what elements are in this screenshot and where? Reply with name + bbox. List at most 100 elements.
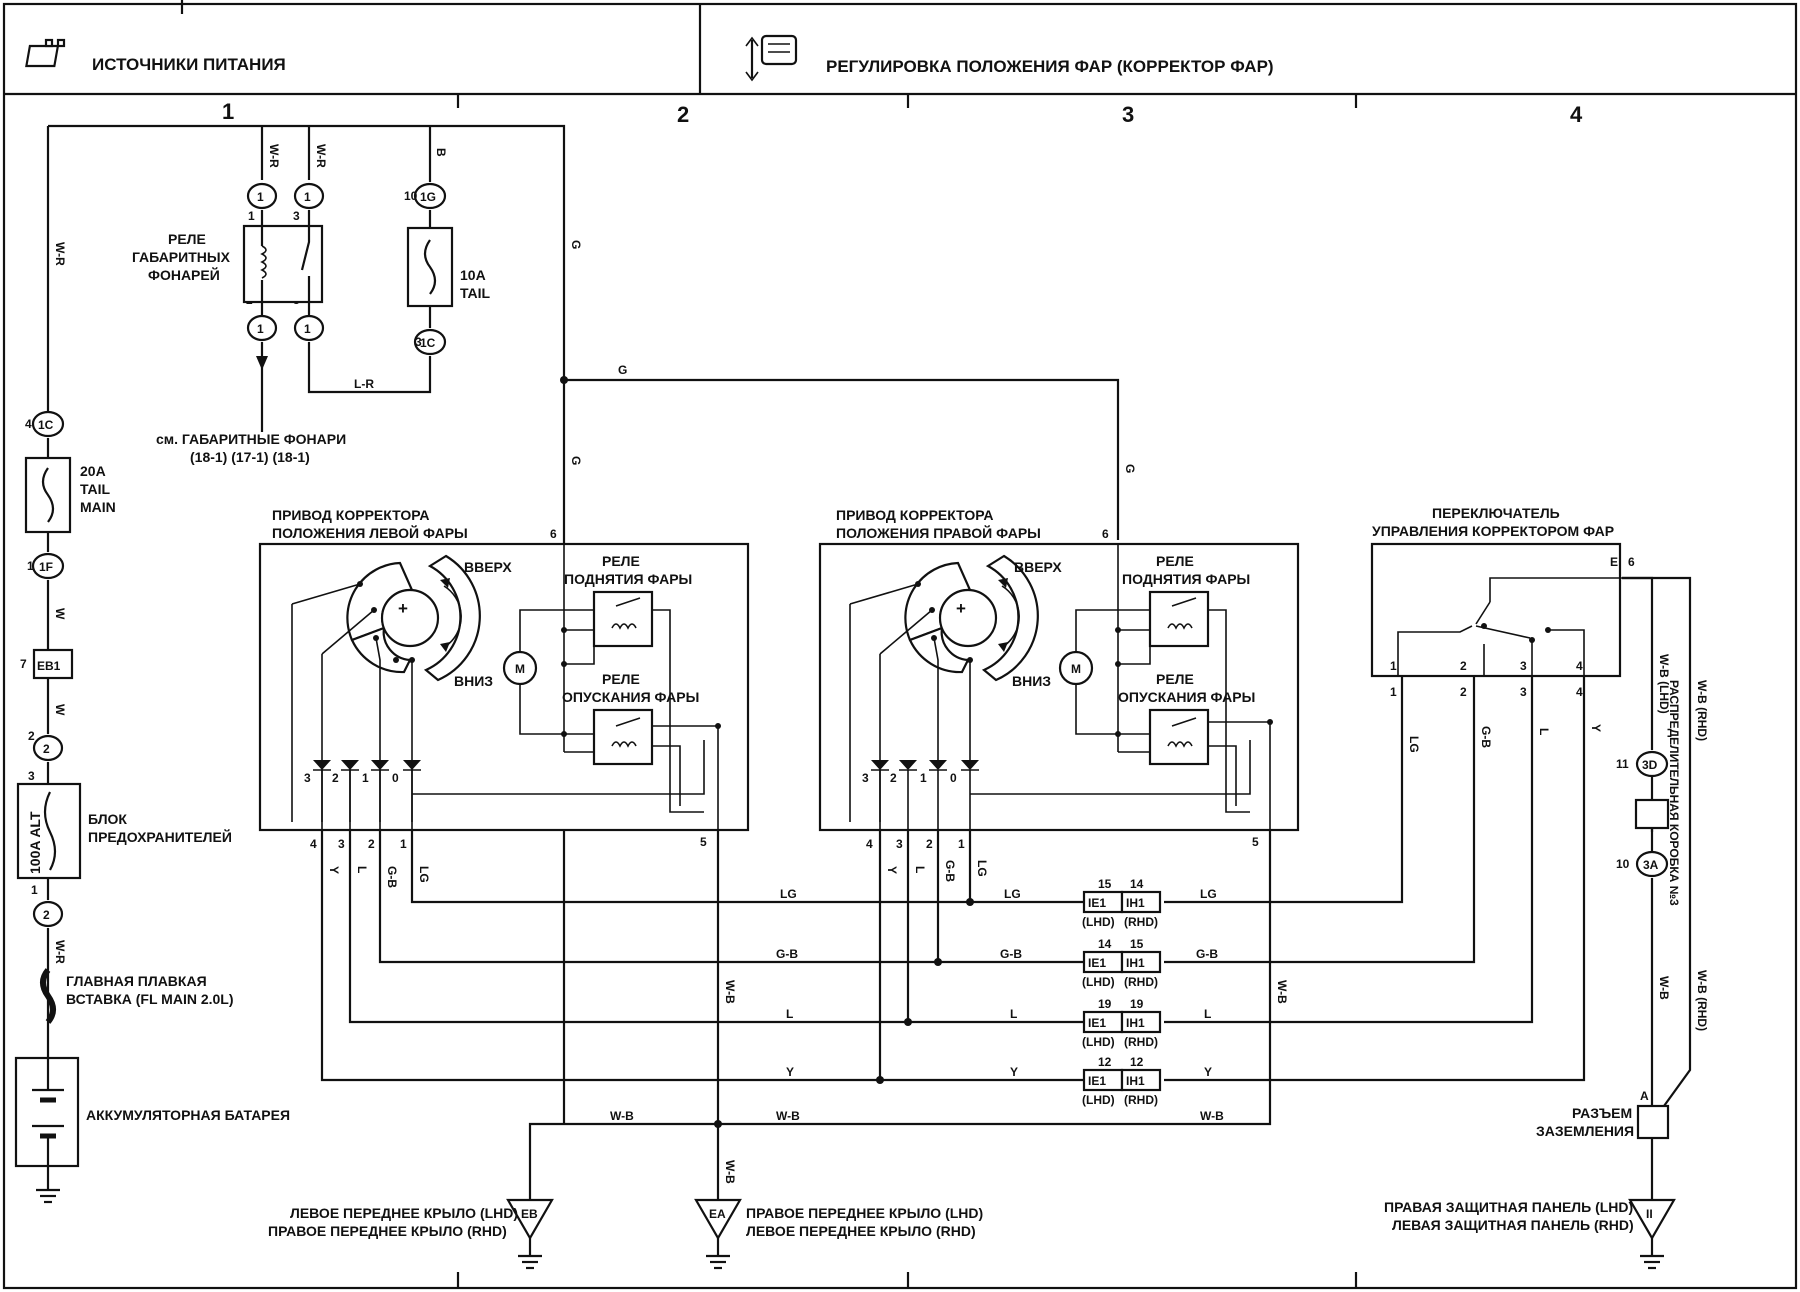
svg-text:2: 2 — [28, 729, 35, 743]
svg-text:IH1: IH1 — [1126, 956, 1145, 970]
svg-text:ЗАЗЕМЛЕНИЯ: ЗАЗЕМЛЕНИЯ — [1536, 1123, 1634, 1139]
svg-text:EB: EB — [521, 1207, 538, 1221]
column-2: 2 — [677, 102, 689, 127]
svg-text:A: A — [1640, 1089, 1649, 1103]
svg-text:АККУМУЛЯТОРНАЯ БАТАРЕЯ: АККУМУЛЯТОРНАЯ БАТАРЕЯ — [86, 1107, 290, 1123]
svg-text:1: 1 — [304, 322, 311, 336]
column-1: 1 — [222, 99, 234, 124]
svg-text:1G: 1G — [420, 190, 436, 204]
fuse-10a-tail — [406, 226, 454, 308]
connector-2-a: 2 — [32, 734, 64, 762]
main-fusible-link — [40, 968, 56, 1024]
svg-text:14: 14 — [1130, 877, 1144, 891]
svg-text:IE1: IE1 — [1088, 896, 1106, 910]
svg-text:0: 0 — [392, 771, 399, 785]
svg-text:2: 2 — [43, 908, 50, 922]
svg-text:EA: EA — [709, 1207, 726, 1221]
svg-text:EB1: EB1 — [37, 659, 61, 673]
svg-text:4: 4 — [310, 837, 317, 851]
svg-text:1: 1 — [1390, 659, 1397, 673]
svg-text:IH1: IH1 — [1126, 1016, 1145, 1030]
svg-text:Y: Y — [885, 866, 899, 874]
svg-text:12: 12 — [1098, 1055, 1112, 1069]
svg-text:3: 3 — [862, 771, 869, 785]
svg-text:L: L — [786, 1007, 793, 1021]
connector-1g: 1G — [413, 182, 447, 210]
svg-text:W-B (RHD): W-B (RHD) — [1695, 970, 1709, 1031]
svg-text:Y: Y — [1010, 1065, 1018, 1079]
connector-eb1: EB1 — [32, 648, 74, 680]
svg-text:2: 2 — [926, 837, 933, 851]
svg-text:19: 19 — [1098, 997, 1112, 1011]
svg-text:L: L — [1204, 1007, 1211, 1021]
ground-ea: EA — [694, 1198, 742, 1270]
svg-text:L: L — [913, 866, 927, 873]
svg-text:100A ALT: 100A ALT — [27, 811, 43, 874]
svg-text:ВСТАВКА (FL MAIN 2.0L): ВСТАВКА (FL MAIN 2.0L) — [66, 991, 234, 1007]
connector-2-b: 2 — [32, 900, 64, 928]
svg-text:ЛЕВАЯ ЗАЩИТНАЯ ПАНЕЛЬ (RHD): ЛЕВАЯ ЗАЩИТНАЯ ПАНЕЛЬ (RHD) — [1392, 1217, 1634, 1233]
actuator-right — [818, 542, 1300, 832]
svg-text:1: 1 — [400, 837, 407, 851]
svg-text:G: G — [618, 363, 627, 377]
svg-text:ВНИЗ: ВНИЗ — [1012, 673, 1051, 689]
svg-text:Y: Y — [327, 866, 341, 874]
signal-wires — [320, 576, 1692, 1200]
svg-text:(LHD): (LHD) — [1082, 1093, 1115, 1107]
svg-text:L: L — [355, 866, 369, 873]
svg-text:W-R: W-R — [267, 144, 281, 168]
svg-text:W-B (LHD): W-B (LHD) — [1657, 654, 1671, 714]
svg-text:G: G — [569, 456, 583, 465]
svg-text:W-B: W-B — [1275, 980, 1289, 1004]
svg-text:12: 12 — [1130, 1055, 1144, 1069]
svg-text:1: 1 — [257, 322, 264, 336]
connector-1f: 1F — [31, 552, 65, 580]
svg-text:ВВЕРХ: ВВЕРХ — [1014, 559, 1062, 575]
svg-text:1: 1 — [920, 771, 927, 785]
svg-text:G-B: G-B — [1479, 726, 1493, 748]
ground-ii: II — [1628, 1198, 1676, 1270]
svg-text:4: 4 — [1576, 685, 1583, 699]
svg-text:11: 11 — [1616, 757, 1629, 771]
svg-text:(RHD): (RHD) — [1124, 975, 1158, 989]
junction-box-3: 3D 3A — [1634, 750, 1670, 878]
svg-text:ПРАВОЕ ПЕРЕДНЕЕ КРЫЛО (LHD): ПРАВОЕ ПЕРЕДНЕЕ КРЫЛО (LHD) — [746, 1205, 983, 1221]
svg-text:3: 3 — [1520, 685, 1527, 699]
svg-text:Y: Y — [1204, 1065, 1212, 1079]
svg-text:3: 3 — [338, 837, 345, 851]
fuse-block-100a-alt — [16, 782, 82, 880]
see-tail-lamps: см. ГАБАРИТНЫЕ ФОНАРИ — [156, 431, 346, 447]
power-wires — [46, 124, 1120, 1125]
svg-text:3: 3 — [304, 771, 311, 785]
column-3: 3 — [1122, 102, 1134, 127]
svg-text:2: 2 — [43, 742, 50, 756]
svg-text:ПРАВОЕ ПЕРЕДНЕЕ КРЫЛО (RHD): ПРАВОЕ ПЕРЕДНЕЕ КРЫЛО (RHD) — [268, 1223, 507, 1239]
svg-text:1: 1 — [31, 883, 38, 897]
svg-text:5: 5 — [700, 835, 707, 849]
svg-text:IH1: IH1 — [1126, 896, 1145, 910]
svg-text:10: 10 — [1616, 857, 1630, 871]
svg-text:РЕЛЕ: РЕЛЕ — [1156, 553, 1194, 569]
svg-text:W-B: W-B — [723, 1160, 737, 1184]
svg-text:G-B: G-B — [943, 860, 957, 882]
svg-text:(LHD): (LHD) — [1082, 1035, 1115, 1049]
svg-text:2: 2 — [368, 837, 375, 851]
connector-1c-a: 1C — [413, 328, 447, 356]
svg-text:IE1: IE1 — [1088, 1074, 1106, 1088]
svg-text:G-B: G-B — [1196, 947, 1218, 961]
svg-text:W-B: W-B — [610, 1109, 634, 1123]
column-4: 4 — [1570, 102, 1583, 127]
svg-text:1C: 1C — [420, 336, 436, 350]
svg-text:W-R: W-R — [53, 242, 67, 266]
svg-text:W-B: W-B — [1657, 976, 1671, 1000]
svg-text:W-B (RHD): W-B (RHD) — [1695, 680, 1709, 741]
connector-1-tail-in-a: 1 — [246, 182, 278, 210]
svg-text:2: 2 — [890, 771, 897, 785]
svg-text:4: 4 — [25, 417, 32, 431]
svg-text:ПРЕДОХРАНИТЕЛЕЙ: ПРЕДОХРАНИТЕЛЕЙ — [88, 828, 232, 845]
svg-text:1: 1 — [1390, 685, 1397, 699]
svg-text:+: + — [398, 599, 408, 618]
svg-text:LG: LG — [975, 860, 989, 877]
